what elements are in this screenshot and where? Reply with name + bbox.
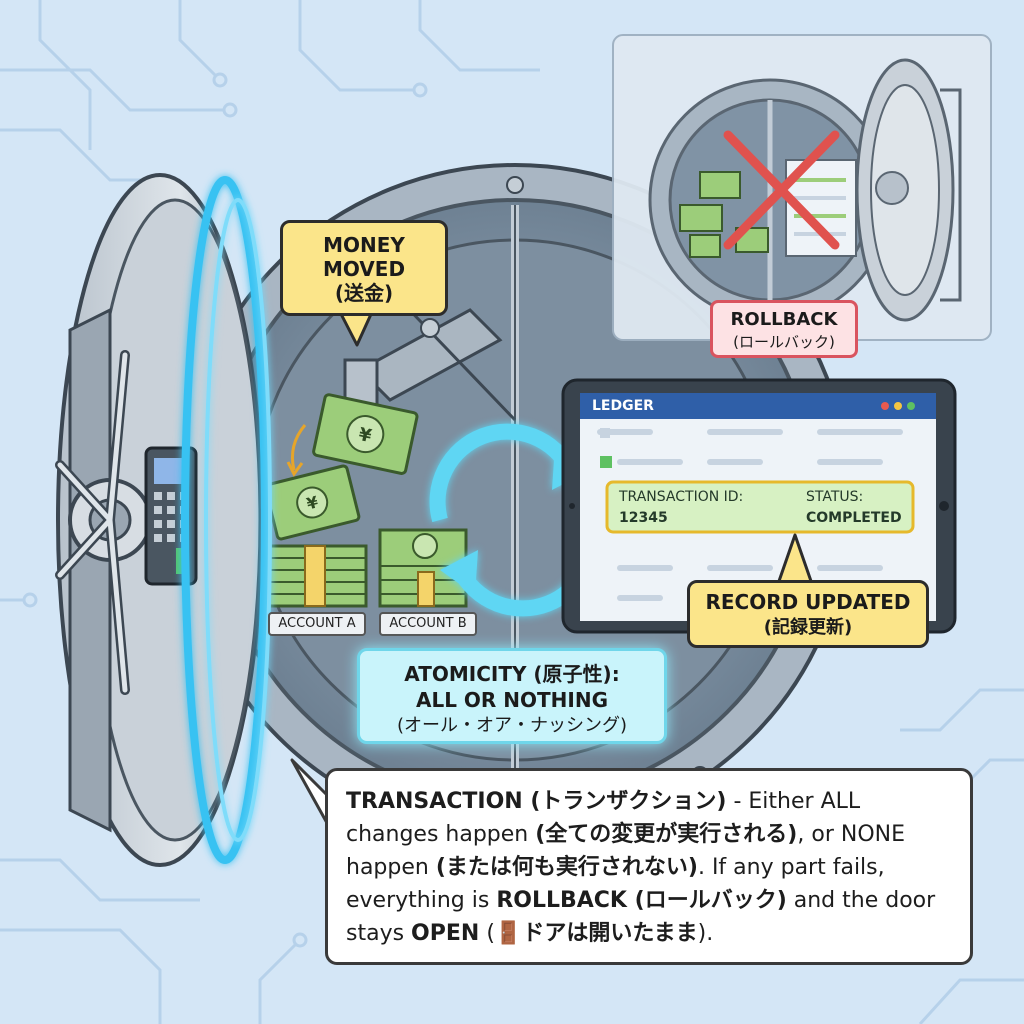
explanation-jp-1: (全ての変更が実行される) (535, 822, 798, 847)
explanation-text-3: . If any part fails, everything is (346, 855, 885, 913)
ledger-title: LEDGER (592, 398, 654, 414)
atomicity-title: ATOMICITY (原子性): (404, 662, 620, 686)
explanation-text-2: , or NONE happen (346, 822, 905, 880)
atomicity-callout: ATOMICITY (原子性): ALL OR NOTHING (オール・オア・… (357, 648, 667, 744)
svg-text:¥: ¥ (305, 492, 320, 513)
transaction-id-value: 12345 (619, 510, 668, 526)
rollback-inset (612, 34, 992, 341)
money-stack-account-a (266, 544, 368, 608)
record-updated-jp: (記録更新) (763, 617, 853, 638)
account-b-label: ACCOUNT B (379, 612, 477, 636)
account-a-label: ACCOUNT A (268, 612, 366, 636)
svg-text:¥: ¥ (357, 424, 374, 447)
explanation-text-5: ( (479, 921, 495, 946)
status-value: COMPLETED (806, 510, 902, 526)
explanation-jp-2: (または何も実行されない) (435, 855, 698, 880)
atomicity-jp: (オール・オア・ナッシング) (396, 715, 628, 736)
rollback-label-text: ROLLBACK (730, 309, 838, 330)
atomicity-subtitle: ALL OR NOTHING (415, 688, 608, 712)
money-moved-callout: MONEY MOVED (送金) (280, 220, 448, 316)
explanation-text-4: and the door stays (346, 888, 936, 946)
status-label: STATUS: (806, 489, 864, 505)
rollback-label-jp: (ロールバック) (733, 333, 835, 351)
explanation-jp-3: ドアは開いたまま (522, 921, 698, 946)
door-icon: 🚪 (494, 921, 523, 946)
transaction-term: TRANSACTION (トランザクション) (346, 789, 727, 814)
red-x-icon (723, 130, 840, 250)
record-updated-label: RECORD UPDATED (705, 590, 911, 614)
explanation-text-1: - Either ALL changes happen (346, 789, 861, 847)
record-updated-callout: RECORD UPDATED (記録更新) (687, 580, 929, 648)
explanation-text-6: ). (697, 921, 714, 946)
vault-door (55, 173, 272, 867)
money-moved-label: MONEY MOVED (322, 233, 406, 281)
rollback-term: ROLLBACK (ロールバック) (496, 888, 787, 913)
money-moved-jp: (送金) (334, 281, 394, 305)
transaction-explanation: TRANSACTION (トランザクション) - Either ALL chan… (325, 768, 973, 965)
open-term: OPEN (411, 921, 480, 946)
rollback-callout: ROLLBACK (ロールバック) (710, 300, 858, 358)
transaction-id-label: TRANSACTION ID: (619, 489, 744, 505)
